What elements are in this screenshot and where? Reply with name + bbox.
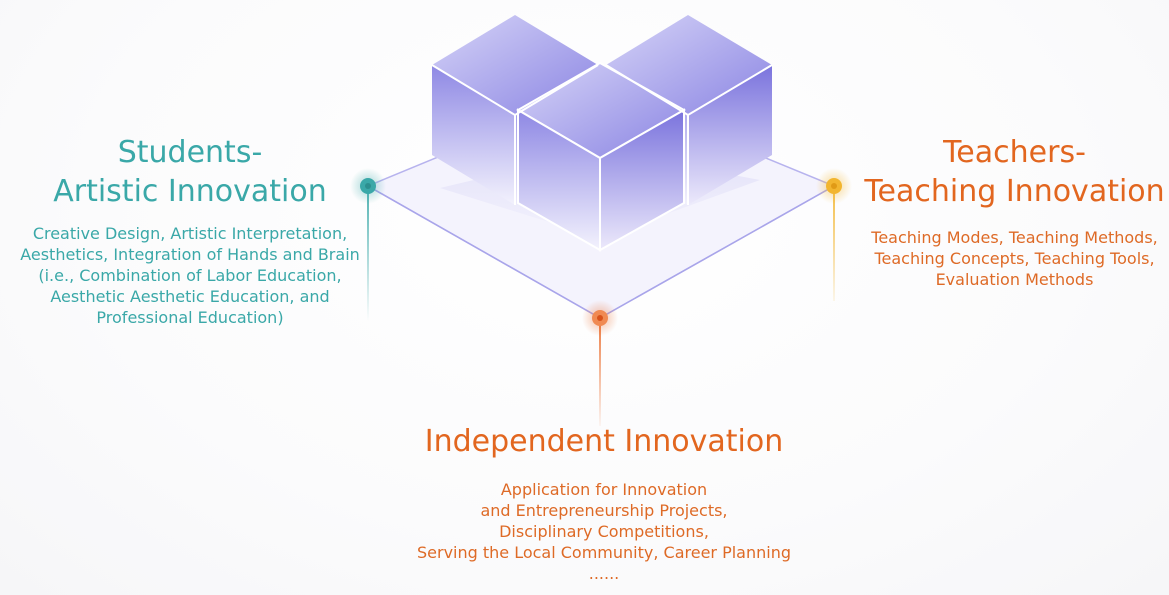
independent-innovation-block: Independent Innovation Application for I…	[384, 422, 824, 584]
independent-desc-line: and Entrepreneurship Projects,	[480, 501, 728, 520]
node-independent	[582, 300, 618, 336]
teachers-drop-line	[833, 186, 835, 301]
connector-students-independent	[367, 185, 601, 319]
students-desc-line: (i.e., Combination of Labor Education,	[38, 266, 342, 285]
students-title-line: Artistic Innovation	[53, 174, 327, 209]
students-description: Creative Design, Artistic Interpretation…	[10, 223, 370, 328]
independent-desc-line: Disciplinary Competitions,	[499, 522, 709, 541]
teachers-title-line: Teachers-	[943, 135, 1086, 170]
cube-stack	[431, 15, 773, 252]
teachers-desc-line: Teaching Concepts, Teaching Tools,	[874, 249, 1155, 268]
teachers-title: Teachers- Teaching Innovation	[862, 133, 1167, 211]
connector-teachers-independent	[599, 185, 835, 319]
teachers-title-line: Teaching Innovation	[864, 174, 1165, 209]
independent-desc-line: Application for Innovation	[500, 480, 708, 499]
independent-drop-line	[599, 318, 601, 426]
students-drop-line	[367, 186, 369, 321]
students-artistic-innovation-block: Students- Artistic Innovation Creative D…	[10, 133, 370, 328]
node-teachers	[816, 168, 852, 204]
students-desc-line: Aesthetic Aesthetic Education, and	[50, 287, 330, 306]
students-desc-line: Aesthetics, Integration of Hands and Bra…	[20, 245, 360, 264]
teachers-desc-line: Teaching Modes, Teaching Methods,	[871, 228, 1158, 247]
students-title-line: Students-	[117, 135, 263, 170]
independent-description: Application for Innovation and Entrepren…	[384, 479, 824, 584]
students-title: Students- Artistic Innovation	[10, 133, 370, 211]
students-desc-line: Creative Design, Artistic Interpretation…	[32, 224, 348, 243]
teachers-desc-line: Evaluation Methods	[935, 270, 1094, 289]
teachers-description: Teaching Modes, Teaching Methods, Teachi…	[862, 227, 1167, 290]
teachers-teaching-innovation-block: Teachers- Teaching Innovation Teaching M…	[862, 133, 1167, 290]
independent-desc-line: Serving the Local Community, Career Plan…	[416, 543, 792, 562]
cube-front	[516, 61, 687, 252]
independent-title: Independent Innovation	[424, 424, 784, 459]
independent-desc-line: ......	[588, 564, 620, 583]
node-students	[350, 168, 386, 204]
students-desc-line: Professional Education)	[96, 308, 284, 327]
